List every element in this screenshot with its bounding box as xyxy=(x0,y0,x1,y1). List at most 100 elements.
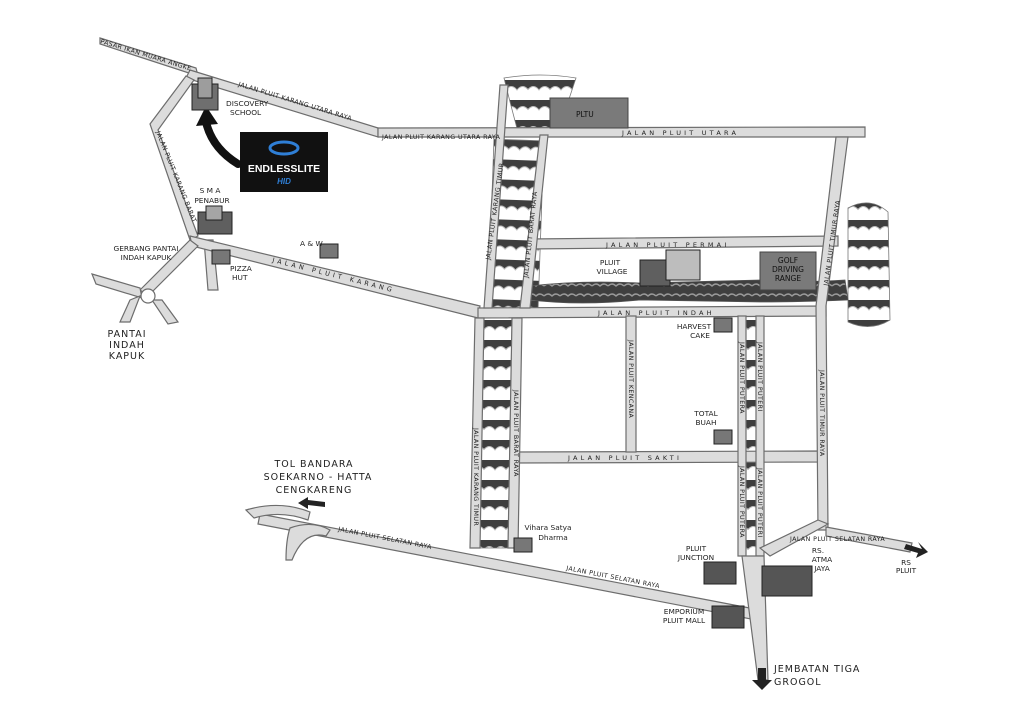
building-atma-jaya-icon xyxy=(761,565,813,597)
road-label: JALAN PLUIT UTARA xyxy=(621,129,739,137)
label-line: S M A xyxy=(200,186,221,195)
building-harvest-icon xyxy=(713,317,733,333)
label-line: SOEKARNO - HATTA xyxy=(264,472,373,483)
buildings xyxy=(191,77,813,629)
label-line: VILLAGE xyxy=(597,267,628,276)
road-label: JALAN PLUIT KARANG TIMUR xyxy=(472,427,479,526)
label-line: BUAH xyxy=(695,418,716,427)
label-line: HUT xyxy=(232,273,248,282)
label-line: DISCOVERY xyxy=(226,99,269,108)
road-kencana xyxy=(625,315,637,453)
road-tol-curve xyxy=(244,504,311,521)
label-line: HARVEST xyxy=(677,322,712,331)
label-line: DRIVING xyxy=(772,265,804,274)
label-line: RS xyxy=(901,558,911,567)
road-label: JALAN PLUIT SELATAN RAYA xyxy=(789,536,885,543)
building-emporium-icon xyxy=(711,605,745,629)
label-line: GOLF xyxy=(778,256,798,265)
label-line: ATMA xyxy=(812,555,832,564)
label-line: PLUIT xyxy=(896,566,917,575)
label-line: Vihara Satya xyxy=(524,523,571,532)
endlesslite-logo: ENDLESSLITE HID xyxy=(240,132,328,192)
road-label: JALAN PLUIT KARANG UTARA RAYA xyxy=(381,134,501,141)
building-sma-icon xyxy=(197,205,233,235)
arrow-down-icon xyxy=(752,668,772,690)
aw-label: A & W xyxy=(300,239,324,248)
label-line: TOTAL xyxy=(693,409,718,418)
building-pluit-village-icon xyxy=(639,249,701,287)
label-line: INDAH KAPUK xyxy=(121,253,172,262)
label-line: PIZZA xyxy=(230,264,252,273)
label-line: RANGE xyxy=(775,274,801,283)
road-tol-curve-2 xyxy=(285,523,331,561)
label-line: PLUIT xyxy=(686,544,707,553)
label-line: PENABUR xyxy=(194,196,229,205)
road-label: JALAN PLUIT KENCANA xyxy=(627,339,634,418)
label-line: JUNCTION xyxy=(677,553,714,562)
label-line: PLUIT MALL xyxy=(663,616,706,625)
logo-brand: ENDLESSLITE xyxy=(248,163,320,175)
road-karang-barat-stub xyxy=(203,239,219,291)
building-pizza-icon xyxy=(211,249,231,265)
label-line: GERBANG PANTAI xyxy=(113,244,178,253)
road-label: JALAN PLUIT BARAT RAYA xyxy=(512,389,519,477)
road-label: JALAN PLUIT KARANG BARAT xyxy=(154,129,198,224)
label-line: SCHOOL xyxy=(230,108,262,117)
building-discovery-icon xyxy=(191,77,219,111)
golf-block xyxy=(759,251,817,291)
building-junction-icon xyxy=(703,561,737,585)
road-label: JALAN PLUIT INDAH xyxy=(597,309,715,317)
label-line: CENGKARENG xyxy=(276,485,353,496)
building-vihara-icon xyxy=(513,537,533,553)
road-label: JALAN PLUIT SAKTI xyxy=(567,454,682,462)
road-label: JALAN PLUIT PUTERA xyxy=(738,465,745,538)
road-label: JALAN PLUIT PUTERI xyxy=(756,341,763,412)
label-line: CAKE xyxy=(690,331,710,340)
label-line: RS. xyxy=(812,546,824,555)
tol-label: TOL BANDARA SOEKARNO - HATTA CENGKARENG xyxy=(264,459,373,496)
building-total-buah-icon xyxy=(713,429,733,445)
canal-east xyxy=(847,202,891,327)
label-line: TOL BANDARA xyxy=(273,459,353,470)
arrow-right-icon xyxy=(904,542,928,558)
road-pantai-se xyxy=(150,299,180,325)
pltu-label: PLTU xyxy=(576,110,594,119)
road-pantai-w xyxy=(90,273,143,299)
road-label: JALAN PLUIT PERMAI xyxy=(605,241,729,249)
label-line: PLUIT xyxy=(600,258,621,267)
label-line: GROGOL xyxy=(774,677,822,688)
road-label: JALAN PLUIT PUTERI xyxy=(756,467,763,538)
building-aw-icon xyxy=(319,243,339,259)
direction-arrows xyxy=(196,106,928,690)
arrow-curved-icon xyxy=(202,118,242,168)
road-karang-timur-west xyxy=(469,317,485,549)
label-line: EMPORIUM xyxy=(664,607,704,616)
arrow-left-icon xyxy=(298,497,325,509)
arrow-curved-head-icon xyxy=(196,106,218,126)
road-label: JALAN PLUIT PUTERA xyxy=(738,341,745,414)
blocks xyxy=(549,97,817,291)
road-label: JALAN PLUIT KARANG xyxy=(271,256,396,295)
label-line: Dharma xyxy=(538,533,568,542)
label-line: PANTAI xyxy=(107,329,146,340)
road-barat-raya-north xyxy=(519,134,549,309)
pltu-block xyxy=(549,97,629,129)
road-label: JALAN PLUIT TIMUR RAYA xyxy=(818,369,825,457)
label-line: INDAH xyxy=(109,340,145,351)
label-line: KAPUK xyxy=(109,351,145,362)
